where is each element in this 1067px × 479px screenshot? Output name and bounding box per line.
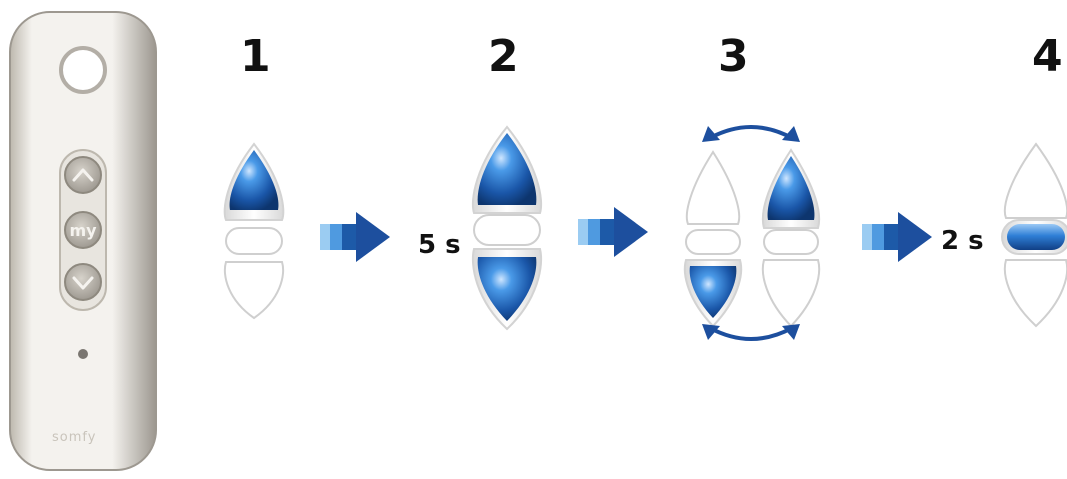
- led-indicator-icon: [78, 349, 88, 359]
- remote-my-button-icon: [64, 211, 102, 249]
- my-key-icon: [225, 227, 283, 255]
- transition-arrow-3: [862, 212, 932, 262]
- step-number-1: 1: [240, 31, 271, 82]
- remote-down-button-icon: [64, 263, 102, 301]
- down-key-icon: [223, 261, 285, 320]
- step-2-keypad: [471, 125, 543, 331]
- down-key-icon: [761, 259, 821, 328]
- down-key-pressed-icon: [689, 266, 737, 318]
- step-3-keypad-right: [761, 148, 821, 328]
- up-key-icon: [685, 150, 741, 225]
- my-key-icon: [763, 229, 819, 255]
- keyring-hole-icon: [59, 46, 107, 94]
- step-2-duration: 5 s: [418, 230, 461, 260]
- remote-my-label: my: [69, 221, 97, 240]
- swap-arrow-top-icon: [702, 125, 800, 142]
- step-4-keypad: [1001, 142, 1067, 328]
- step-number-3: 3: [718, 31, 749, 82]
- my-key-pressed-icon: [1007, 224, 1065, 250]
- step-4-duration: 2 s: [941, 226, 984, 256]
- brand-logo: somfy: [52, 430, 97, 445]
- step-3-keypad-left: [683, 150, 743, 328]
- up-key-pressed-icon: [229, 150, 279, 210]
- step-number-2: 2: [488, 31, 519, 82]
- step-number-4: 4: [1032, 31, 1063, 82]
- down-key-pressed-icon: [477, 257, 537, 321]
- swap-arrow-bottom-icon: [702, 324, 800, 341]
- my-key-icon: [473, 214, 541, 246]
- up-key-pressed-icon: [767, 156, 815, 220]
- my-key-icon: [685, 229, 741, 255]
- up-key-pressed-icon: [477, 133, 537, 205]
- remote-control-image: my: [9, 11, 157, 471]
- transition-arrow-1: [320, 212, 390, 262]
- down-key-icon: [1003, 259, 1067, 328]
- transition-arrow-2: [578, 207, 648, 257]
- up-key-icon: [1003, 142, 1067, 219]
- remote-up-button-icon: [64, 156, 102, 194]
- step-1-keypad: [223, 142, 285, 320]
